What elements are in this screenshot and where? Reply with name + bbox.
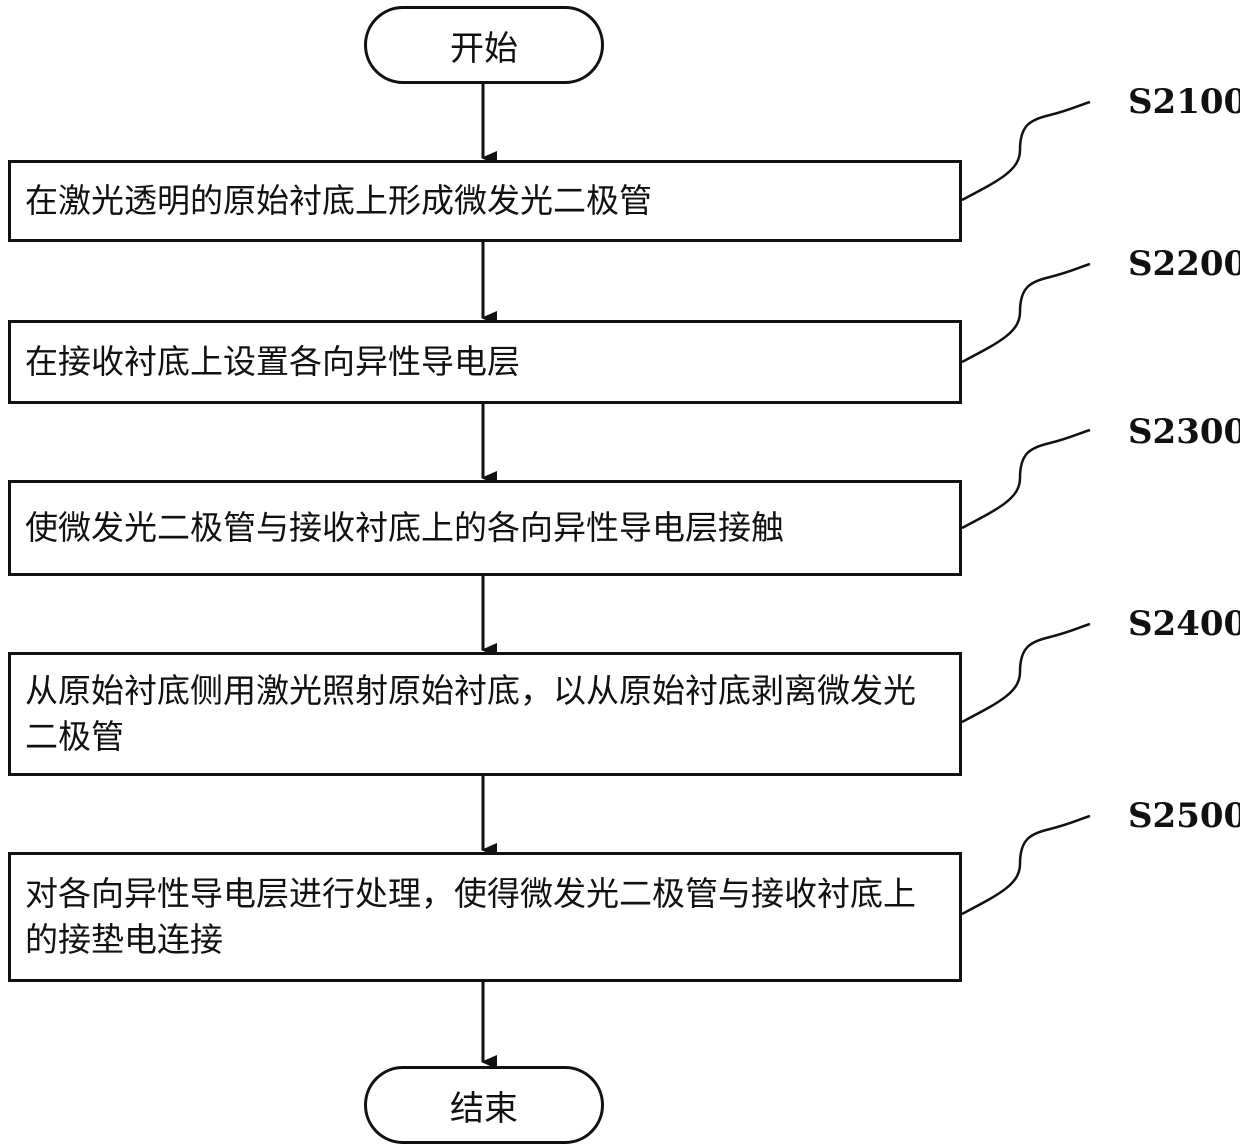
leader-line-s2100 bbox=[962, 102, 1090, 200]
step-box-s2300: 使微发光二极管与接收衬底上的各向异性导电层接触 bbox=[8, 480, 962, 576]
step-text-s2400: 从原始衬底侧用激光照射原始衬底，以从原始衬底剥离微发光二极管 bbox=[25, 668, 945, 760]
leader-line-s2200 bbox=[962, 264, 1090, 362]
step-box-s2400: 从原始衬底侧用激光照射原始衬底，以从原始衬底剥离微发光二极管 bbox=[8, 652, 962, 776]
step-text-s2100: 在激光透明的原始衬底上形成微发光二极管 bbox=[25, 178, 652, 224]
start-terminal: 开始 bbox=[364, 6, 604, 84]
step-box-s2200: 在接收衬底上设置各向异性导电层 bbox=[8, 320, 962, 404]
leader-line-s2300 bbox=[962, 430, 1090, 528]
step-box-s2500: 对各向异性导电层进行处理，使得微发光二极管与接收衬底上的接垫电连接 bbox=[8, 852, 962, 982]
end-terminal: 结束 bbox=[364, 1066, 604, 1144]
step-text-s2300: 使微发光二极管与接收衬底上的各向异性导电层接触 bbox=[25, 505, 784, 551]
step-label-s2400: S2400 bbox=[1128, 604, 1240, 644]
start-label: 开始 bbox=[450, 21, 518, 70]
step-label-s2200: S2200 bbox=[1128, 244, 1240, 284]
step-label-s2500: S2500 bbox=[1128, 796, 1240, 836]
step-text-s2200: 在接收衬底上设置各向异性导电层 bbox=[25, 339, 520, 385]
step-label-s2100: S2100 bbox=[1128, 82, 1240, 122]
leader-line-s2500 bbox=[962, 816, 1090, 914]
leader-line-s2400 bbox=[962, 624, 1090, 722]
step-box-s2100: 在激光透明的原始衬底上形成微发光二极管 bbox=[8, 160, 962, 242]
end-label: 结束 bbox=[450, 1081, 518, 1130]
step-label-s2300: S2300 bbox=[1128, 412, 1240, 452]
step-text-s2500: 对各向异性导电层进行处理，使得微发光二极管与接收衬底上的接垫电连接 bbox=[25, 871, 945, 963]
